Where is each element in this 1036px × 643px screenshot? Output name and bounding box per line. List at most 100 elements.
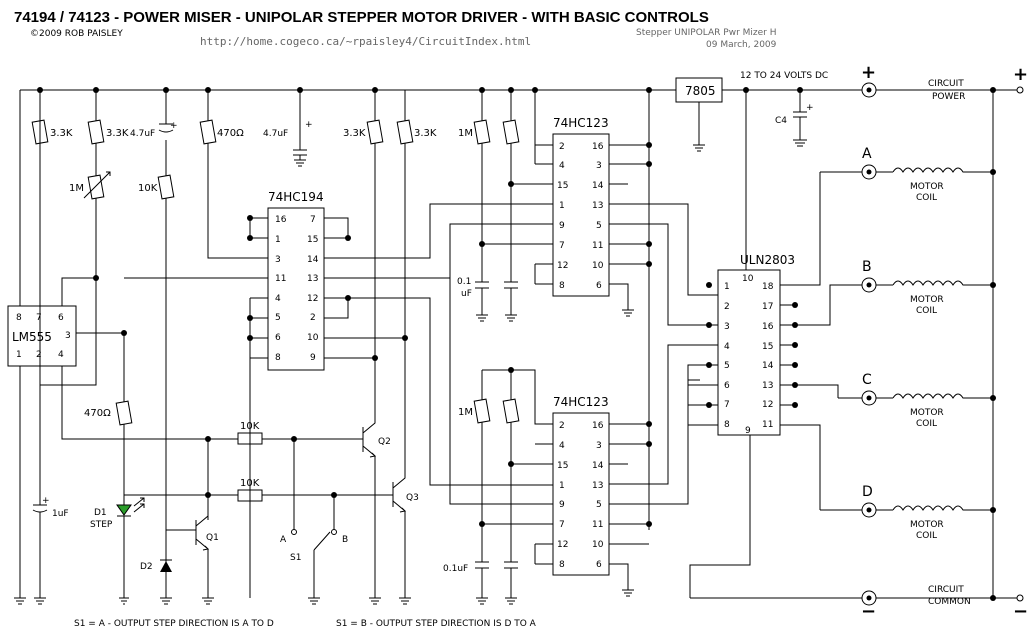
uln2803-pins: 1 2 3 4 5 6 7 8 18 17 16 15 14 13 12 11 [724,282,774,430]
q1-label: Q1 [206,533,219,543]
svg-text:1: 1 [16,350,22,360]
svg-text:16: 16 [762,322,774,332]
motor-coils [820,164,993,518]
svg-text:11: 11 [275,274,286,284]
hc194-chip [267,207,325,371]
hc123-top-pins: 2 4 15 1 9 7 12 8 16 3 14 13 5 11 10 6 [557,142,604,291]
svg-text:+: + [42,496,50,506]
svg-text:5: 5 [724,361,730,371]
led-label: STEP [90,520,113,530]
hc123-top-chip [552,133,610,297]
svg-text:6: 6 [596,281,602,291]
circuit-common-label-1: CIRCUIT [928,585,964,595]
svg-text:14: 14 [762,361,774,371]
svg-text:15: 15 [557,181,568,191]
hc123-bottom-chip [552,412,610,576]
svg-text:15: 15 [307,235,318,245]
source-url[interactable]: http://home.cogeco.ca/~rpaisley4/Circuit… [200,35,531,48]
svg-text:4: 4 [275,294,281,304]
switch-s1[interactable] [291,529,337,605]
junctions [37,87,996,601]
svg-text:3.3K: 3.3K [50,128,73,139]
minus-sign: − [861,601,876,622]
svg-text:5: 5 [596,500,602,510]
svg-text:4.7uF: 4.7uF [130,129,155,139]
copyright: ©2009 ROB PAISLEY [30,29,123,39]
svg-text:3.3K: 3.3K [414,128,437,139]
svg-text:6: 6 [724,381,730,391]
led-name: D1 [94,508,107,518]
lm555-chip [7,305,77,367]
svg-text:12: 12 [762,400,773,410]
svg-text:9: 9 [559,500,565,510]
q3-label: Q3 [406,493,419,503]
svg-text:470Ω: 470Ω [217,128,244,139]
svg-text:2: 2 [310,313,316,323]
hc123-top-label: 74HC123 [553,116,609,130]
phase-c-label: C [862,372,872,388]
svg-text:4: 4 [724,342,730,352]
svg-text:3: 3 [724,322,730,332]
svg-text:18: 18 [762,282,774,292]
svg-text:10: 10 [592,261,604,271]
plus-sign-right: + [1013,64,1028,85]
svg-text:16: 16 [592,142,604,152]
svg-text:13: 13 [762,381,773,391]
svg-text:2: 2 [724,302,730,312]
hc123-bottom-label: 74HC123 [553,395,609,409]
note-direction-b: S1 = B - OUTPUT STEP DIRECTION IS D TO A [336,619,537,629]
switch-label: S1 [290,553,301,563]
diode-d2 [160,530,172,605]
svg-text:11: 11 [762,420,773,430]
diode-label: D2 [140,562,153,572]
lm555-label: LM555 [12,330,52,344]
svg-text:5: 5 [596,221,602,231]
svg-text:4: 4 [559,161,565,171]
svg-text:12: 12 [557,540,568,550]
svg-text:13: 13 [307,274,318,284]
svg-text:470Ω: 470Ω [84,408,111,419]
svg-text:12: 12 [557,261,568,271]
svg-text:11: 11 [592,241,603,251]
svg-text:4.7uF: 4.7uF [263,129,288,139]
svg-text:+: + [305,120,313,130]
coil-d-label-2: COIL [916,531,937,541]
svg-text:7: 7 [559,520,565,530]
switch-a-label: A [280,535,287,545]
hc194-label: 74HC194 [268,190,324,204]
file-name: Stepper UNIPOLAR Pwr Mizer H [636,28,776,38]
svg-text:16: 16 [592,421,604,431]
svg-text:8: 8 [559,560,565,570]
svg-text:0.1uF: 0.1uF [443,564,468,574]
svg-text:15: 15 [762,342,773,352]
svg-text:3: 3 [596,161,602,171]
svg-text:1: 1 [275,235,281,245]
svg-text:0.1: 0.1 [457,277,471,287]
svg-text:10: 10 [307,333,319,343]
svg-text:1: 1 [724,282,730,292]
svg-text:3: 3 [65,331,71,341]
hc123-bottom-pins: 2 4 15 1 9 7 12 8 16 3 14 13 5 11 10 6 [557,421,604,570]
svg-text:8: 8 [275,353,281,363]
svg-text:16: 16 [275,215,287,225]
svg-text:14: 14 [592,181,604,191]
power-terminals: + + − − [861,62,1028,622]
svg-text:2: 2 [559,142,565,152]
circuit-power-label-1: CIRCUIT [928,79,964,89]
coil-b-label-1: MOTOR [910,295,944,305]
svg-text:8: 8 [724,420,730,430]
transistor-q2 [362,420,377,598]
circuit-power-label-2: POWER [932,92,965,102]
svg-text:2: 2 [559,421,565,431]
plus-sign: + [861,62,876,83]
svg-text:6: 6 [58,313,64,323]
transistor-q1 [166,495,210,560]
phase-d-label: D [862,484,873,500]
svg-text:11: 11 [592,520,603,530]
q2-label: Q2 [378,437,391,447]
circuit-common-label-2: COMMON [928,597,971,607]
capacitor-labels: 4.7uF 4.7uF 0.1 uF 0.1uF 1uF [52,129,472,574]
uln2803-chip [717,269,781,436]
svg-text:3: 3 [596,441,602,451]
